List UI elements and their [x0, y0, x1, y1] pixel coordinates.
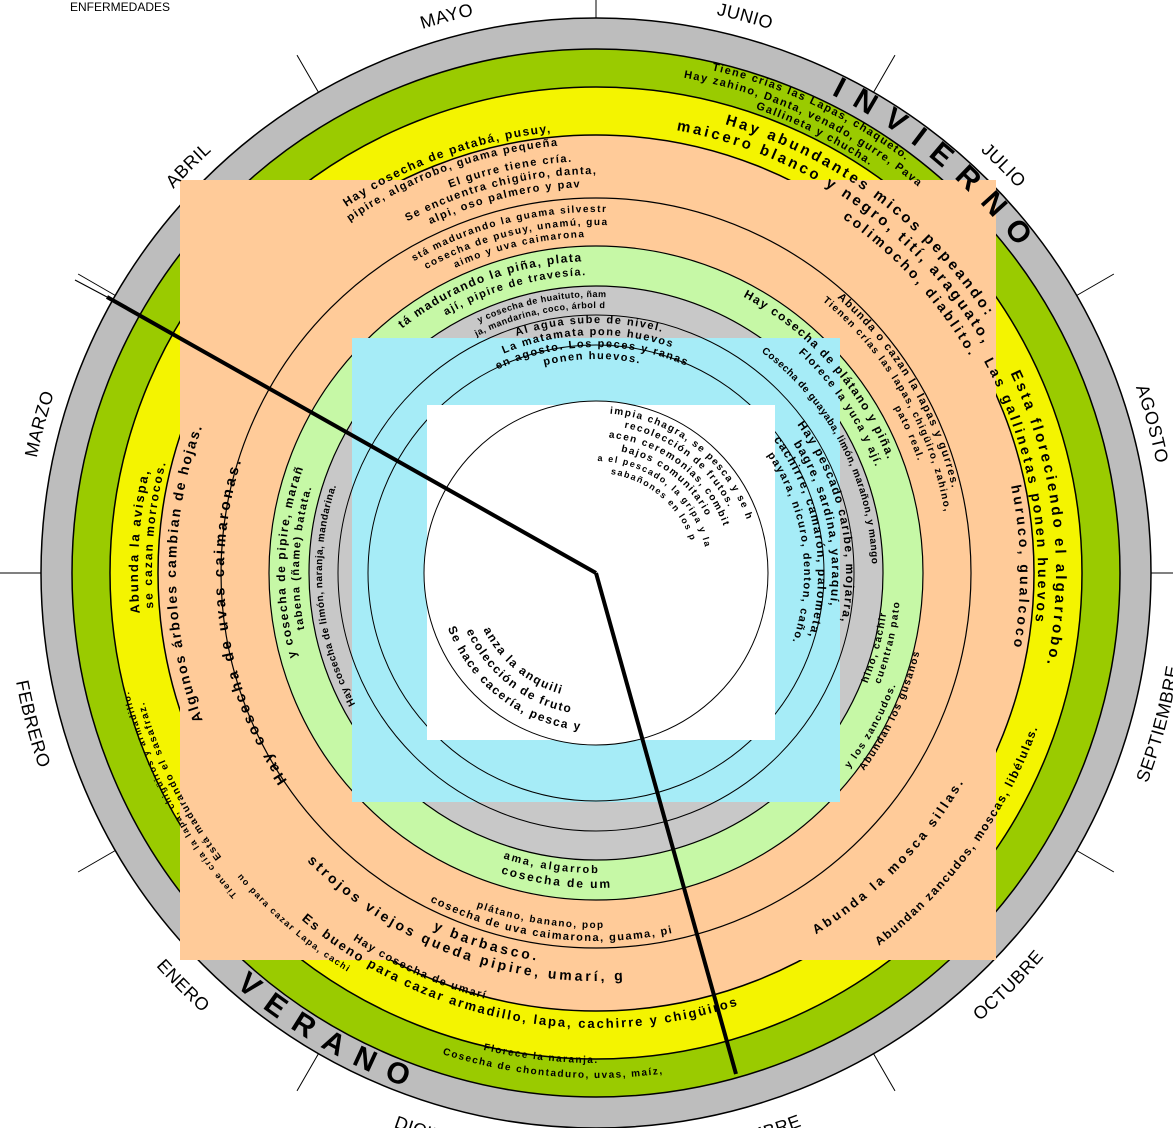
month-divider [296, 1053, 319, 1092]
month-label-febrero: FEBRERO [12, 678, 54, 770]
cyan-inner-ring [367, 344, 825, 802]
corner-label: ENFERMEDADES [70, 0, 171, 14]
month-label-mayo: MAYO [418, 0, 475, 33]
month-label-junio: JUNIO [715, 0, 775, 33]
clock-hands [74, 279, 738, 1075]
month-divider [77, 273, 116, 296]
clock-hand-short-tip [74, 279, 108, 298]
month-divider [873, 1053, 896, 1092]
month-label-marzo: MARZO [21, 388, 58, 459]
month-divider [296, 54, 319, 93]
cyan-ring [337, 314, 855, 832]
month-divider [1076, 850, 1115, 873]
month-divider [1076, 273, 1115, 296]
clock-hand-long [594, 572, 738, 1075]
month-divider [873, 54, 896, 93]
clock-hand-short [106, 295, 597, 575]
month-divider [77, 850, 116, 873]
